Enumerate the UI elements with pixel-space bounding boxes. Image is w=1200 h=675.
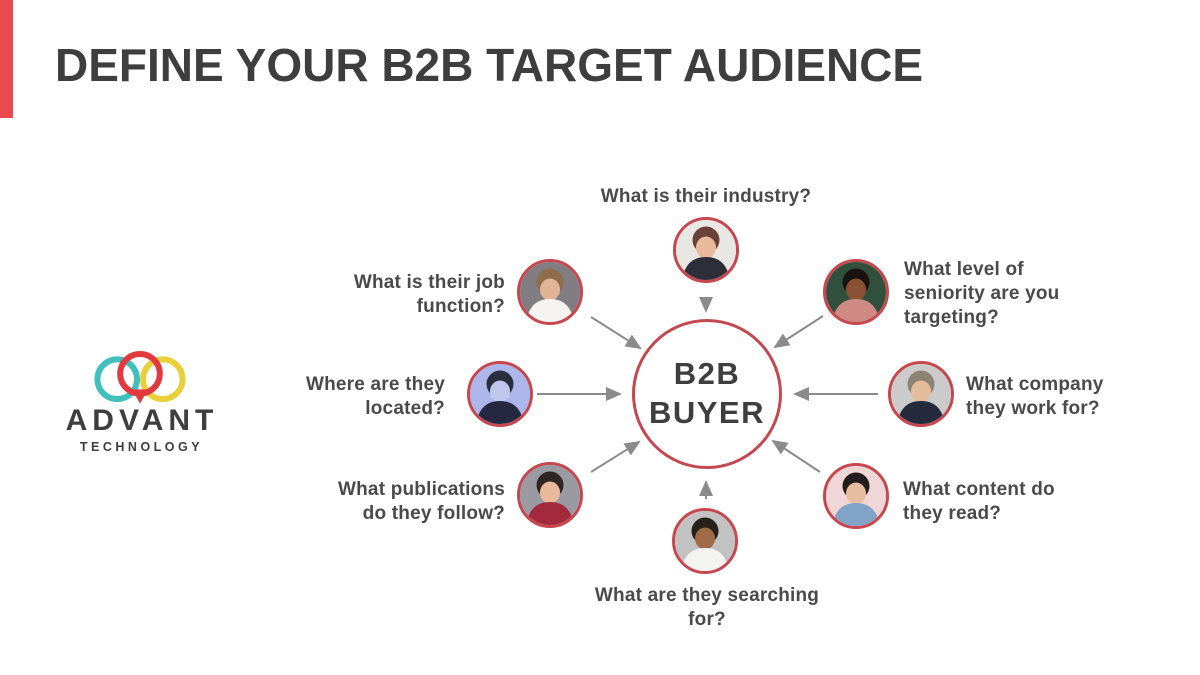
avatar-icon: [470, 364, 530, 424]
logo-subtitle: TECHNOLOGY: [79, 440, 204, 454]
center-node: B2B BUYER: [632, 319, 782, 469]
avatar-shoulders: [682, 257, 730, 280]
avatar-icon: [826, 262, 886, 322]
question-industry: What is their industry?: [600, 186, 812, 207]
photo-publications: [517, 462, 583, 528]
avatar-shoulders: [476, 401, 524, 424]
logo-name: ADVANT: [65, 404, 219, 437]
avatar-face: [490, 380, 510, 403]
avatar-shoulders: [526, 299, 574, 322]
avatar-icon: [675, 511, 735, 571]
logo-red-pin-point: [132, 389, 148, 404]
avatar-icon: [676, 220, 736, 280]
avatar-shoulders: [832, 299, 880, 322]
center-line2: BUYER: [648, 395, 765, 430]
question-content: What content do they read?: [903, 479, 1055, 524]
avatar-face: [540, 278, 560, 301]
arrow-top-right: [773, 315, 824, 349]
advant-logo: ADVANT TECHNOLOGY: [46, 348, 234, 454]
photo-content: [823, 463, 889, 529]
question-publications: What publications do they follow?: [337, 479, 505, 524]
logo-red-pin-ring: [117, 351, 163, 397]
logo-teal-ring: [94, 356, 140, 402]
avatar-icon: [520, 262, 580, 322]
photo-jobfunction: [517, 259, 583, 325]
center-line1: B2B: [673, 356, 741, 392]
avatar-shoulders: [897, 401, 945, 424]
arrow-bottom-right: [771, 439, 821, 473]
avatar-face: [911, 380, 931, 403]
arrow-bottom-left: [590, 440, 641, 473]
accent-bar: [0, 0, 13, 118]
avatar-icon: [891, 364, 951, 424]
avatar-face: [695, 527, 715, 550]
slide-title: DEFINE YOUR B2B TARGET AUDIENCE: [55, 39, 924, 91]
logo-yellow-ring: [140, 356, 186, 402]
question-seniority: What level of seniority are you targetin…: [904, 259, 1060, 328]
photo-company: [888, 361, 954, 427]
photo-located: [467, 361, 533, 427]
avatar-face: [846, 278, 866, 301]
photo-seniority: [823, 259, 889, 325]
avatar-face: [846, 482, 866, 505]
photo-searching: [672, 508, 738, 574]
photo-industry: [673, 217, 739, 283]
avatar-icon: [520, 465, 580, 525]
avatar-icon: [826, 466, 886, 526]
arrow-top-left: [590, 316, 642, 350]
question-jobfunction: What is their job function?: [353, 272, 505, 317]
avatar-shoulders: [526, 502, 574, 525]
question-located: Where are they located?: [305, 374, 445, 419]
advant-logo-icon: [94, 351, 186, 404]
avatar-face: [540, 481, 560, 504]
avatar-face: [696, 236, 716, 259]
avatar-shoulders: [681, 548, 729, 571]
avatar-shoulders: [832, 503, 880, 526]
question-company: What company they work for?: [966, 374, 1104, 419]
question-searching: What are they searching for?: [594, 585, 820, 630]
